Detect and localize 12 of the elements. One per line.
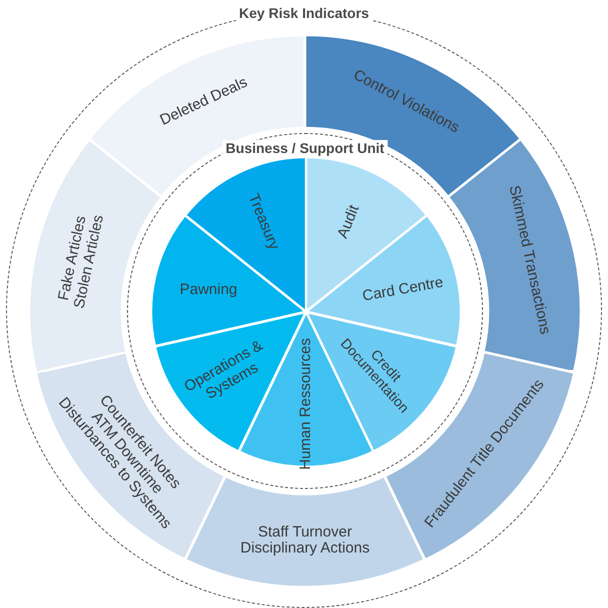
segment-label: Skimmed Transactions: [505, 184, 554, 336]
segment-label: Fake Articles Stolen Articles: [54, 212, 107, 310]
segment-label: Card Centre: [362, 274, 446, 305]
segment-label: Staff Turnover Disciplinary Actions: [240, 524, 370, 558]
segment-label: Pawning: [180, 281, 238, 298]
segment-label: Human Ressources: [298, 338, 314, 470]
segment-label: Audit: [335, 202, 364, 241]
ring-segment: [187, 476, 425, 587]
ring-title: Business / Support Unit: [222, 140, 388, 156]
ring-segment: [448, 138, 581, 370]
ring-title: Key Risk Indicators: [236, 5, 372, 21]
ring-segment: [29, 140, 162, 372]
